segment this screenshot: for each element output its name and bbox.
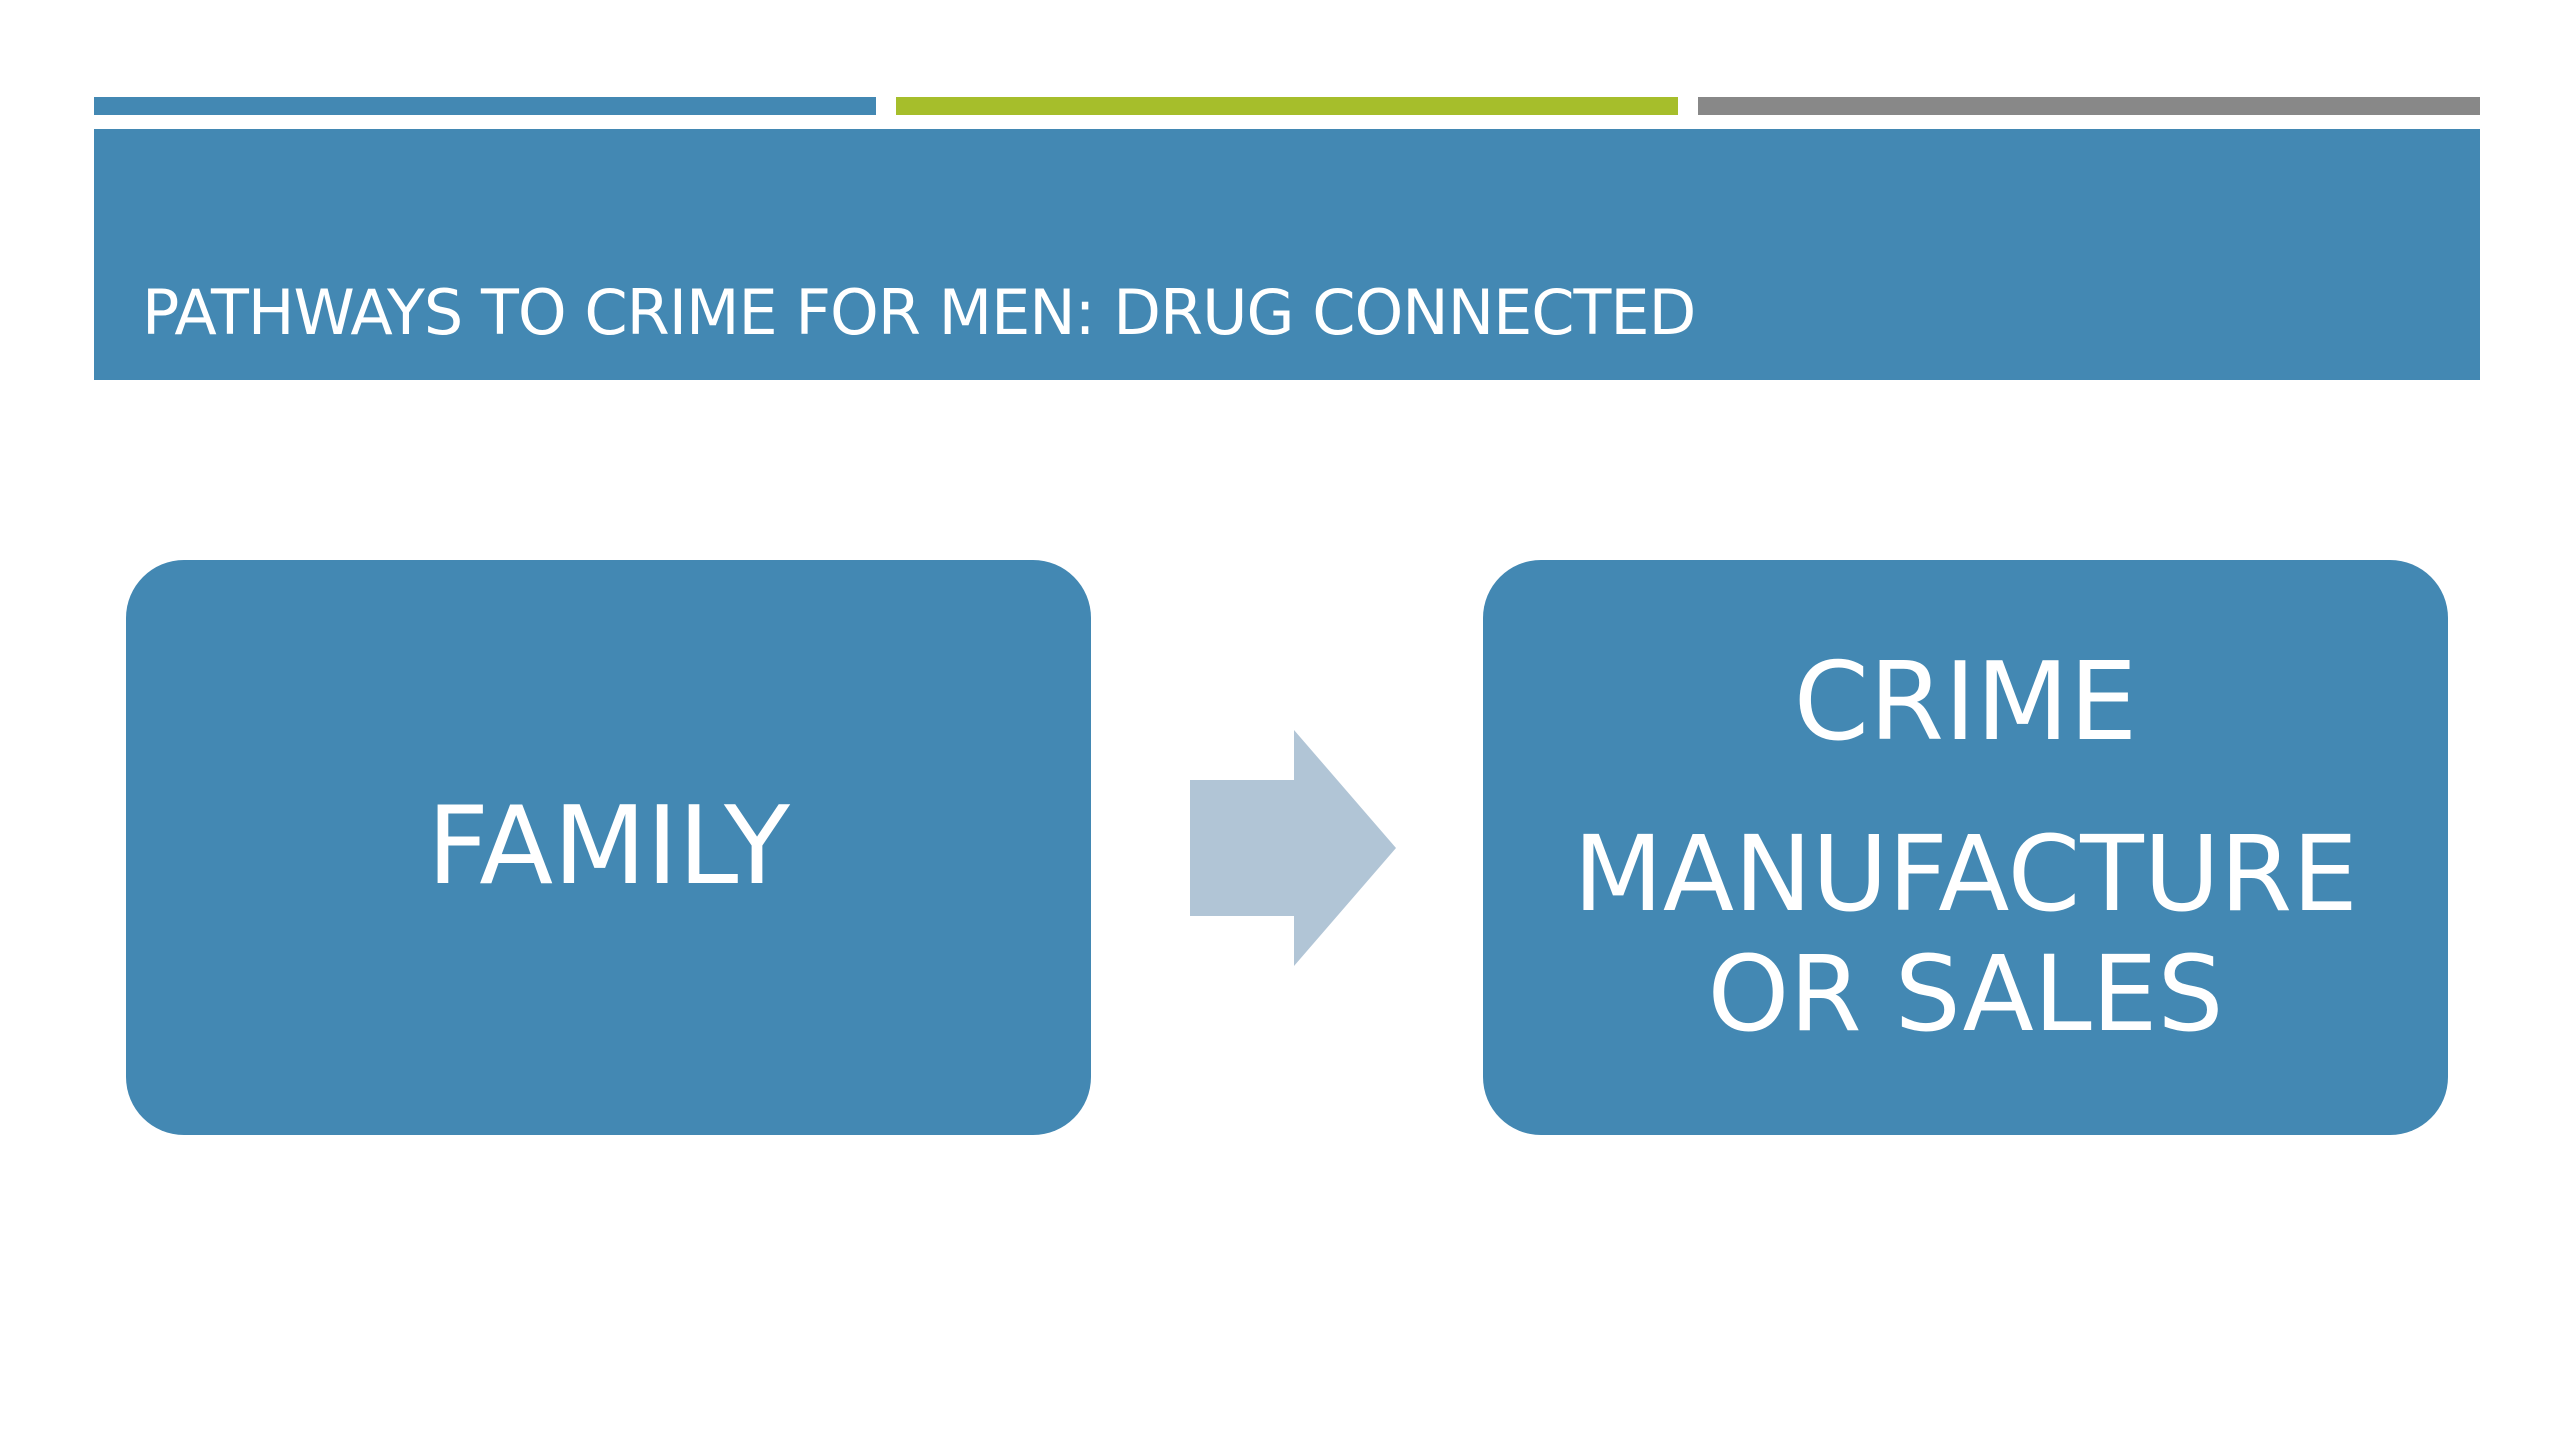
accent-bar-green <box>896 97 1678 115</box>
crime-label: CRIME <box>1793 639 2138 765</box>
accent-bar-blue <box>94 97 876 115</box>
family-label: FAMILY <box>427 784 790 910</box>
family-box: FAMILY <box>126 560 1091 1135</box>
slide-title: PATHWAYS TO CRIME FOR MEN: DRUG CONNECTE… <box>142 276 1696 349</box>
accent-bar-gray <box>1698 97 2480 115</box>
title-band: PATHWAYS TO CRIME FOR MEN: DRUG CONNECTE… <box>94 129 2480 380</box>
crime-box: CRIME MANUFACTURE OR SALES <box>1483 560 2448 1135</box>
manufacture-label: MANUFACTURE <box>1573 813 2358 935</box>
right-arrow-icon <box>1190 730 1396 966</box>
or-sales-label: OR SALES <box>1707 932 2224 1055</box>
